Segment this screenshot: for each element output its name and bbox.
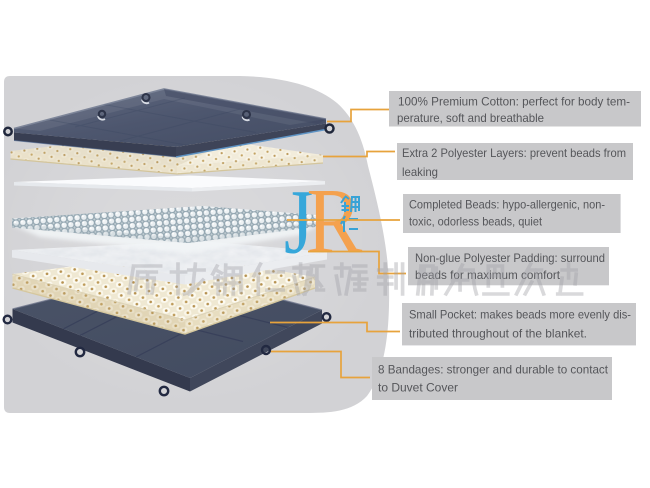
svg-text:100% Premium Cotton: perfect f: 100% Premium Cotton: perfect for body te…	[398, 95, 630, 109]
svg-text:Completed Beads: hypo-allergen: Completed Beads: hypo-allergenic, non-	[409, 198, 605, 212]
svg-text:beads for maximum comfort: beads for maximum comfort	[415, 268, 561, 282]
svg-text:8 Bandages: stronger and dura: 8 Bandages: stronger and durable to cont…	[378, 363, 609, 377]
svg-text:to Duvet Cover: to Duvet Cover	[378, 381, 458, 395]
svg-text:toxic, odorless beads, quiet: toxic, odorless beads, quiet	[409, 215, 543, 229]
svg-text:perature, soft and breathable: perature, soft and breathable	[397, 111, 544, 125]
svg-text:Extra 2 Polyester Layers: prev: Extra 2 Polyester Layers: prevent beads …	[402, 146, 626, 160]
svg-text:Small Pocket: makes beads more: Small Pocket: makes beads more evenly di…	[409, 308, 631, 322]
svg-text:J: J	[284, 172, 313, 274]
svg-text:leaking: leaking	[402, 165, 438, 179]
svg-text:tributed throughout of the bla: tributed throughout of the blanket.	[409, 327, 587, 341]
svg-text:Non-glue Polyester Padding: su: Non-glue Polyester Padding: surround	[415, 251, 605, 265]
svg-text:R: R	[307, 171, 363, 274]
